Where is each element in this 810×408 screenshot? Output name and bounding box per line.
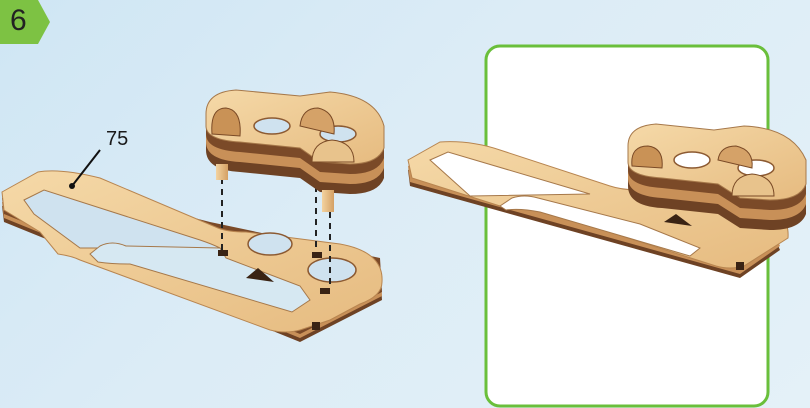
part-label-dot <box>69 183 75 189</box>
part-number-label: 75 <box>106 128 128 151</box>
top-piece-assembly-left <box>206 90 384 212</box>
